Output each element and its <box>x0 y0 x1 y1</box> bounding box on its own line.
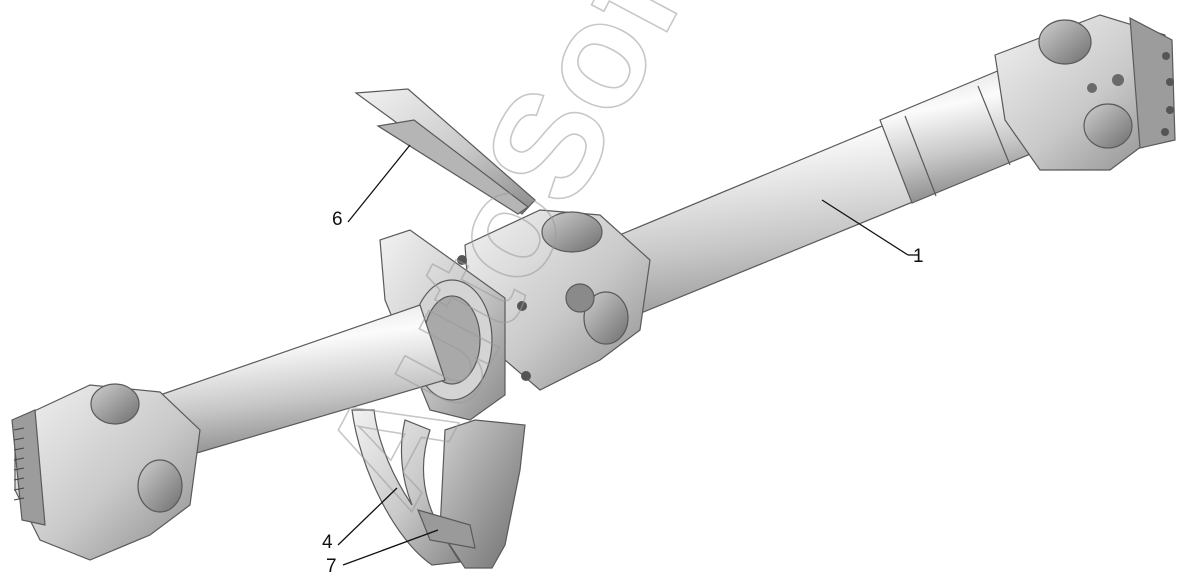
callout-label-6: 6 <box>332 209 343 230</box>
callout-6: 6 <box>332 144 411 230</box>
cover-plate-part-6 <box>354 88 536 215</box>
right-universal-joint <box>994 14 1176 171</box>
callout-label-7: 7 <box>326 556 337 577</box>
callout-label-1: 1 <box>913 246 924 267</box>
callout-1: 1 <box>821 199 924 267</box>
callout-label-4: 4 <box>322 532 333 553</box>
mounting-bracket-part-7 <box>416 419 526 569</box>
center-universal-joint <box>457 209 651 391</box>
callout-4: 4 <box>322 487 398 553</box>
left-universal-joint <box>11 383 201 561</box>
spline-teeth-icon <box>13 427 25 501</box>
callout-7: 7 <box>326 529 439 577</box>
